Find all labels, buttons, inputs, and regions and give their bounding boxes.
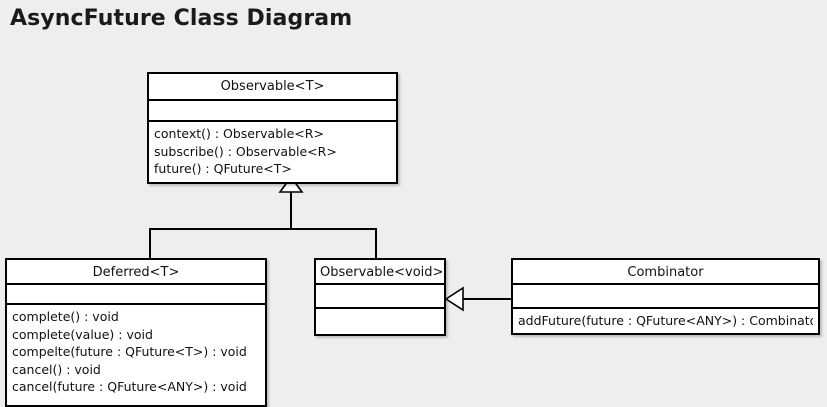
page-title: AsyncFuture Class Diagram [10,6,353,31]
operation-row: future() : QFuture<T> [154,161,292,176]
operation-row: context() : Observable<R> [154,126,324,141]
generalization-arrowhead-up-icon [278,175,304,193]
class-attributes-observable-t [149,101,396,122]
class-name-observable-void: Observable<void> [316,260,444,285]
generalization-arrowhead-left-icon [444,286,464,312]
operation-row: compelte(future : QFuture<T>) : void [12,344,247,359]
class-attributes-combinator [513,285,818,309]
class-operations-combinator: addFuture(future : QFuture<ANY>) : Combi… [513,309,818,333]
class-attributes-deferred-t [7,285,265,305]
class-operations-observable-void [316,309,444,334]
class-box-combinator[interactable]: Combinator addFuture(future : QFuture<AN… [511,258,820,335]
class-attributes-observable-void [316,285,444,309]
generalization-line-combinator [463,298,513,300]
operation-row: cancel() : void [12,361,101,377]
class-name-observable-t: Observable<T> [149,74,396,101]
operation-row: subscribe() : Observable<R> [154,143,337,159]
generalization-crossbar [149,228,377,230]
operation-row: addFuture(future : QFuture<ANY>) : Combi… [518,313,813,328]
class-box-deferred-t[interactable]: Deferred<T> complete() : void complete(v… [5,258,267,407]
generalization-stem-observable-t [290,192,292,230]
operation-row: complete(value) : void [12,326,153,342]
operation-row: complete() : void [12,309,119,324]
class-name-deferred-t: Deferred<T> [7,260,265,285]
generalization-branch-observable-void [375,228,377,259]
class-box-observable-void[interactable]: Observable<void> [314,258,446,336]
class-operations-observable-t: context() : Observable<R> subscribe() : … [149,122,396,182]
generalization-branch-deferred [149,228,151,259]
class-operations-deferred-t: complete() : void complete(value) : void… [7,305,265,405]
operation-row: cancel(future : QFuture<ANY>) : void [12,379,247,394]
class-name-combinator: Combinator [513,260,818,285]
class-box-observable-t[interactable]: Observable<T> context() : Observable<R> … [147,72,398,184]
